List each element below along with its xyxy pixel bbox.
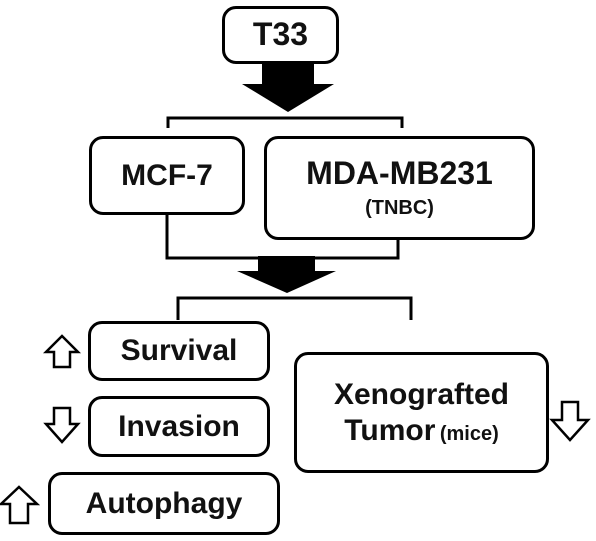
bracket-bottom: [176, 296, 413, 320]
node-t33-label: T33: [252, 16, 309, 53]
node-autophagy: Autophagy: [48, 472, 280, 535]
node-invasion-label: Invasion: [118, 409, 240, 443]
flow-arrow-1: [242, 64, 334, 112]
node-mcf7: MCF-7: [89, 136, 245, 215]
node-xeno-line1: Xenografted: [333, 378, 510, 411]
node-t33: T33: [222, 6, 339, 64]
up-arrow-icon: [0, 485, 41, 525]
node-mda-mb231: MDA-MB231 (TNBC): [264, 136, 535, 240]
node-autophagy-label: Autophagy: [85, 486, 243, 520]
node-invasion: Invasion: [88, 396, 270, 457]
node-survival-label: Survival: [120, 334, 238, 368]
node-xenografted-tumor: Xenografted Tumor (mice): [294, 352, 549, 473]
down-arrow-icon: [43, 406, 81, 444]
node-xeno-line2: Tumor: [344, 413, 436, 447]
up-arrow-icon: [42, 334, 82, 369]
node-survival: Survival: [88, 321, 270, 381]
flow-arrow-2: [237, 256, 336, 293]
node-mda-sublabel: (TNBC): [365, 197, 434, 220]
bracket-top: [166, 116, 404, 128]
node-mcf7-label: MCF-7: [121, 158, 213, 192]
down-arrow-icon: [549, 400, 591, 442]
node-mda-label: MDA-MB231: [306, 154, 493, 191]
node-xeno-sublabel: (mice): [439, 422, 499, 445]
